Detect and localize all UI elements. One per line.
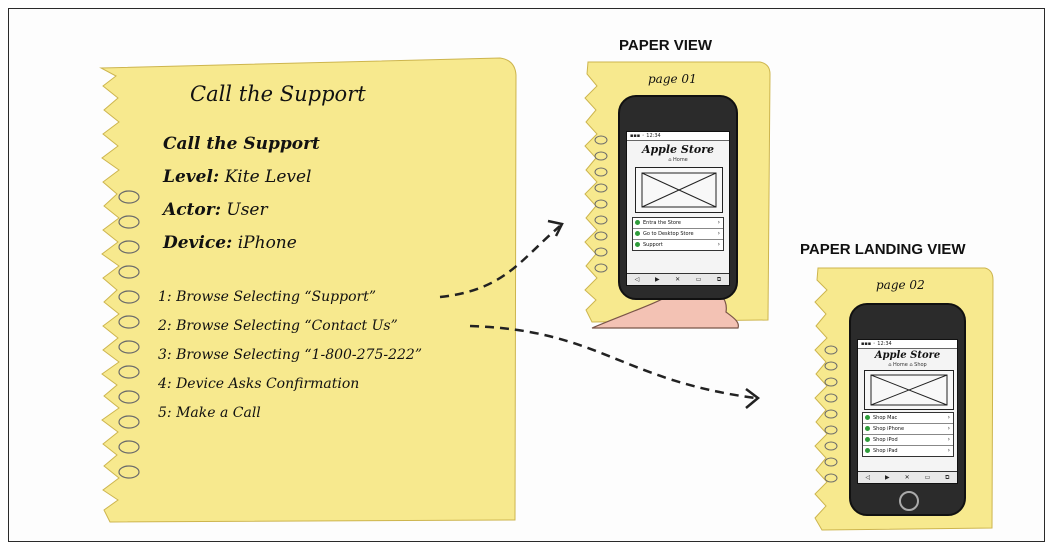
actor-value: User — [226, 200, 268, 220]
image-placeholder — [635, 167, 723, 213]
phone-page02: ▪▪▪ ◦ 12:34 Apple Store ⌂ Home ⌂ Shop Sh… — [849, 303, 966, 516]
chevron-right-icon: › — [947, 425, 950, 432]
chevron-right-icon: › — [717, 241, 720, 248]
landing-view-heading: PAPER LANDING VIEW — [800, 241, 966, 258]
paper-view-heading: PAPER VIEW — [619, 37, 713, 54]
usecase-level: Level: Kite Level — [163, 167, 312, 187]
toolbar-book-icon[interactable]: ▭ — [695, 276, 702, 283]
phone-page01-screen: ▪▪▪ ◦ 12:34 Apple Store ⌂ Home Entra the… — [626, 131, 730, 286]
bottom-toolbar: ◁ ▶ ✕ ▭ ⧉ — [627, 273, 729, 285]
list-item[interactable]: Shop iPhone› — [863, 424, 953, 435]
list-item[interactable]: Shop iPad› — [863, 446, 953, 456]
chevron-right-icon: › — [947, 414, 950, 421]
toolbar-play-icon[interactable]: ▶ — [654, 276, 660, 283]
screen-tabs: ⌂ Home ⌂ Shop — [888, 362, 927, 368]
step-1: 1: Browse Selecting “Support” — [158, 289, 376, 305]
green-bullet-icon — [635, 231, 640, 236]
chevron-right-icon: › — [717, 219, 720, 226]
usecase-device: Device: iPhone — [163, 233, 297, 253]
page01-label: page 01 — [648, 72, 697, 86]
binding-holes — [118, 190, 140, 479]
screen-title: Apple Store — [874, 350, 941, 361]
screen-title: Apple Store — [641, 143, 715, 156]
phone-page02-screen: ▪▪▪ ◦ 12:34 Apple Store ⌂ Home ⌂ Shop Sh… — [857, 339, 958, 484]
home-button-icon[interactable] — [899, 491, 919, 511]
green-bullet-icon — [635, 220, 640, 225]
toolbar-back-icon[interactable]: ◁ — [634, 276, 640, 283]
list-item[interactable]: Shop iPod› — [863, 435, 953, 446]
image-placeholder — [864, 370, 954, 410]
usecase-note-paper — [99, 57, 517, 523]
arrow-step1-to-paper-view — [439, 225, 561, 299]
toolbar-back-icon[interactable]: ◁ — [865, 474, 871, 481]
green-bullet-icon — [865, 437, 870, 442]
usecase-name: Call the Support — [163, 134, 320, 154]
page02-label: page 02 — [876, 278, 925, 292]
toolbar-copy-icon[interactable]: ⧉ — [716, 276, 722, 283]
green-bullet-icon — [865, 415, 870, 420]
toolbar-tools-icon[interactable]: ✕ — [675, 276, 681, 283]
usecase-actor: Actor: User — [163, 200, 268, 220]
status-bar: ▪▪▪ ◦ 12:34 — [858, 340, 957, 349]
step-2: 2: Browse Selecting “Contact Us” — [158, 318, 398, 334]
list-item[interactable]: Go to Desktop Store› — [633, 229, 723, 240]
device-value: iPhone — [237, 233, 297, 253]
green-bullet-icon — [635, 242, 640, 247]
toolbar-book-icon[interactable]: ▭ — [924, 474, 931, 481]
status-bar: ▪▪▪ ◦ 12:34 — [627, 132, 729, 141]
green-bullet-icon — [865, 426, 870, 431]
chevron-right-icon: › — [717, 230, 720, 237]
toolbar-tools-icon[interactable]: ✕ — [904, 474, 910, 481]
step-4: 4: Device Asks Confirmation — [158, 376, 360, 392]
toolbar-copy-icon[interactable]: ⧉ — [945, 474, 950, 481]
level-label: Level: — [163, 167, 220, 187]
step-3: 3: Browse Selecting “1-800-275-222” — [158, 347, 422, 363]
actor-label: Actor: — [163, 200, 221, 220]
step-5: 5: Make a Call — [158, 405, 261, 421]
toolbar-play-icon[interactable]: ▶ — [885, 474, 890, 481]
green-bullet-icon — [865, 448, 870, 453]
chevron-right-icon: › — [947, 447, 950, 454]
device-label: Device: — [163, 233, 233, 253]
arrow-step2-to-landing-view — [469, 324, 756, 400]
shop-list: Shop Mac› Shop iPhone› Shop iPod› Shop i… — [862, 412, 954, 457]
list-item[interactable]: Shop Mac› — [863, 413, 953, 424]
bottom-toolbar: ◁ ▶ ✕ ▭ ⧉ — [858, 471, 957, 483]
chevron-right-icon: › — [947, 436, 950, 443]
note-title: Call the Support — [190, 82, 366, 106]
menu-list: Entra the Store› Go to Desktop Store› Su… — [632, 217, 724, 251]
list-item[interactable]: Support› — [633, 240, 723, 250]
phone-page01: ▪▪▪ ◦ 12:34 Apple Store ⌂ Home Entra the… — [618, 95, 738, 300]
list-item[interactable]: Entra the Store› — [633, 218, 723, 229]
screen-tabs: ⌂ Home — [668, 157, 688, 163]
level-value: Kite Level — [224, 167, 312, 187]
